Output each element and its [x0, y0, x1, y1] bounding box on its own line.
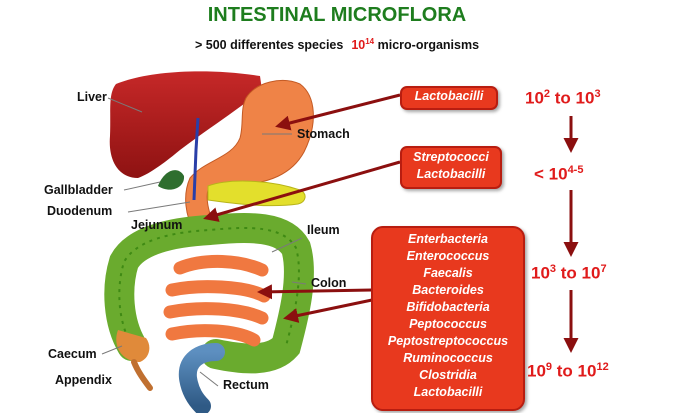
stomach-count: 102 to 103: [525, 88, 601, 109]
duodenum-label: Duodenum: [47, 204, 113, 218]
flora-item: Faecalis: [423, 266, 473, 280]
rectum-label: Rectum: [223, 378, 269, 392]
small-intestine-shape: [163, 255, 271, 347]
liver-shape: [109, 71, 262, 178]
jejunum-flora-box: Streptococci Lactobacilli: [400, 146, 502, 189]
flora-item: Streptococci: [413, 150, 489, 164]
gallbladder-shape: [158, 170, 185, 190]
jejunum-count: < 104-5: [534, 164, 583, 185]
caecum-shape: [116, 330, 150, 362]
organism-count-exponent: 14: [365, 37, 375, 46]
flora-item: Clostridia: [419, 368, 477, 382]
count-base: 10: [577, 361, 597, 381]
flora-item: Bacteroides: [412, 283, 484, 297]
colon-count-high: 109 to 1012: [527, 361, 609, 382]
count-exponent: 3: [594, 88, 601, 100]
appendix-label: Appendix: [55, 373, 112, 387]
stomach-flora-box: Lactobacilli: [400, 86, 498, 110]
colon-flora-box: Enterbacteria Enterococcus Faecalis Bact…: [371, 226, 525, 411]
page-subtitle: > 500 differentes species 1014 micro-orga…: [0, 37, 674, 52]
flora-item: Lactobacilli: [413, 385, 483, 399]
appendix-shape: [131, 359, 153, 391]
species-count-text: > 500 differentes species: [194, 38, 344, 53]
count-exponent: 9: [545, 361, 553, 373]
count-base: 10: [527, 361, 546, 381]
count-connector: to: [556, 263, 582, 283]
flora-item: Peptostreptococcus: [387, 334, 509, 348]
pointer-lines: [101, 97, 307, 387]
count-base: 10: [525, 88, 544, 108]
page-title: INTESTINAL MICROFLORA: [207, 4, 467, 26]
flora-item: Lactobacilli: [414, 89, 484, 103]
count-base: 10: [581, 263, 601, 283]
count-connector: to: [552, 361, 578, 381]
liver-label: Liver: [77, 90, 107, 104]
count-base: 10: [531, 263, 550, 283]
flora-item: Ruminococcus: [403, 351, 493, 365]
flora-item: Bifidobacteria: [406, 300, 490, 314]
colon-count-low: 103 to 107: [531, 263, 607, 284]
rectum-shape: [178, 343, 225, 413]
count-exponent: 12: [596, 361, 609, 373]
count-connector: to: [550, 88, 576, 108]
jejunum-label: Jejunum: [131, 218, 183, 232]
organism-count-text: micro-organisms: [374, 38, 480, 53]
colon-shape: [104, 212, 314, 374]
count-exponent: 7: [600, 263, 607, 275]
count-exponent: 3: [549, 263, 557, 275]
flora-item: Peptococcus: [409, 317, 487, 331]
organism-count-base: 10: [351, 38, 366, 53]
flora-item: Lactobacilli: [416, 167, 486, 181]
count-base: < 10: [534, 164, 568, 184]
caecum-label: Caecum: [48, 347, 97, 361]
count-exponent: 4-5: [567, 164, 584, 176]
colon-label: Colon: [311, 276, 347, 290]
ileum-label: Ileum: [307, 223, 340, 237]
stomach-label: Stomach: [297, 127, 350, 141]
count-base: 10: [575, 88, 595, 108]
organ-arrows: [203, 93, 401, 323]
pancreas-shape: [207, 180, 306, 207]
gallbladder-label: Gallbladder: [44, 183, 113, 197]
flora-item: Enterococcus: [406, 249, 490, 263]
bile-duct: [192, 117, 200, 201]
count-exponent: 2: [543, 88, 551, 100]
flora-item: Enterbacteria: [408, 232, 488, 246]
